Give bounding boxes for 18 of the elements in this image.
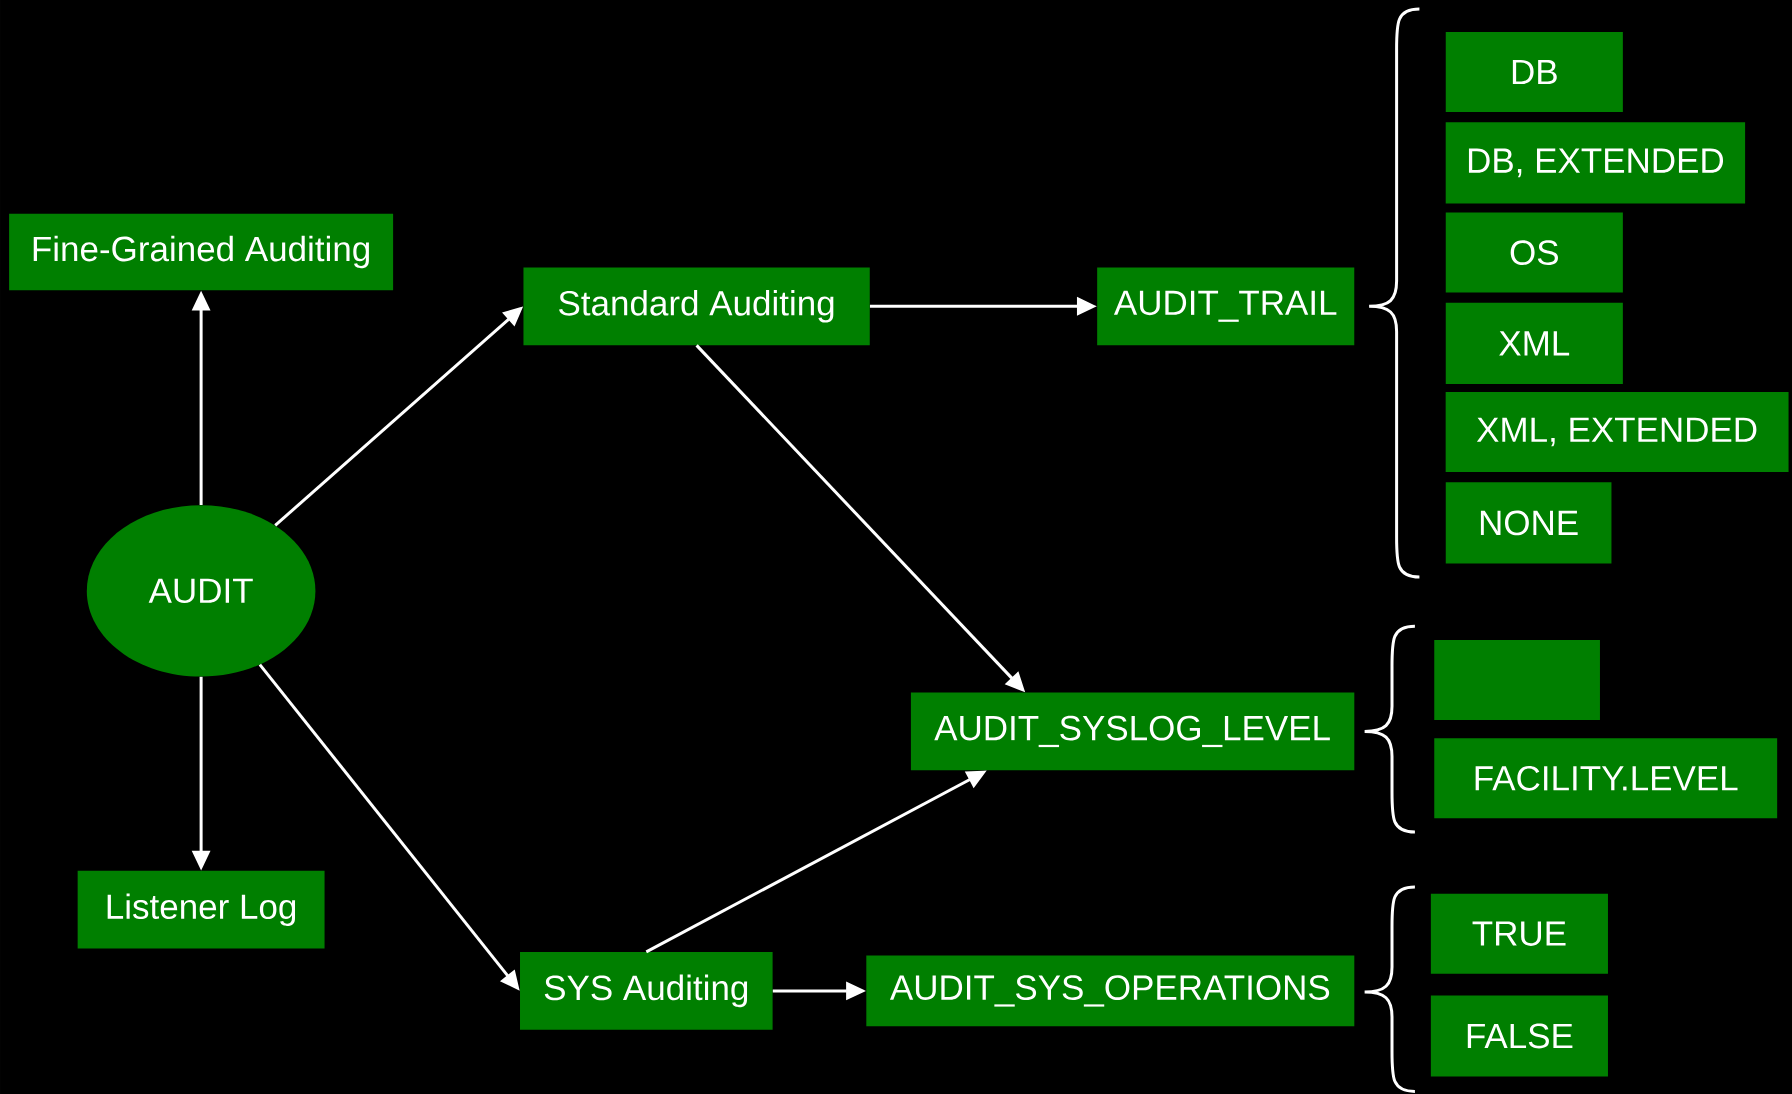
process-box: Standard Auditing (523, 267, 870, 346)
process-box: TRUE (1430, 893, 1608, 974)
process-box: AUDIT_SYSLOG_LEVEL (910, 692, 1355, 771)
process-box: NONE (1445, 482, 1612, 564)
process-box: Listener Log (77, 870, 325, 949)
process-box: DB, EXTENDED (1445, 122, 1746, 204)
process-box: AUDIT_SYS_OPERATIONS (866, 955, 1355, 1027)
process-box: OS (1445, 212, 1623, 293)
process-box: XML, EXTENDED (1445, 392, 1789, 472)
process-box: FACILITY.LEVEL (1434, 738, 1778, 819)
empty-box (1434, 640, 1600, 720)
process-box: XML (1445, 302, 1623, 384)
process-box: FALSE (1430, 995, 1608, 1077)
ellipse-node: AUDIT (86, 505, 316, 677)
process-box: DB (1445, 32, 1623, 112)
process-box: Fine-Grained Auditing (9, 213, 394, 291)
process-box: SYS Auditing (520, 952, 773, 1030)
process-box: AUDIT_TRAIL (1097, 267, 1355, 346)
